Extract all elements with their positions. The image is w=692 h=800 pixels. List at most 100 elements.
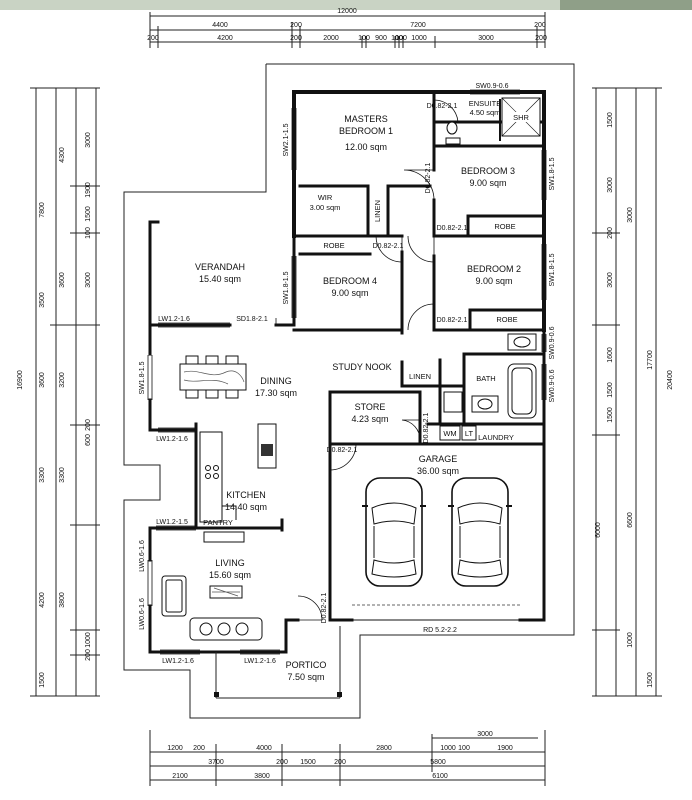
wm-box: [439, 425, 461, 441]
code-lw-liv3: LW1.2-1.6: [162, 658, 194, 665]
dim-top: 100: [358, 35, 370, 42]
dim-right: 200: [607, 227, 614, 239]
living-area: 15.60 sqm: [209, 570, 251, 580]
dim-left: 200: [85, 649, 92, 661]
dim-bottom: 200: [276, 759, 288, 766]
dim-right: 1500: [607, 382, 614, 398]
shower-label: SHR: [513, 113, 529, 122]
code-sw-bath2: SW0.9-0.6: [549, 369, 556, 402]
robe4-label: ROBE: [323, 241, 344, 250]
masters-area: 12.00 sqm: [345, 142, 387, 152]
dim-bottom: 6100: [432, 773, 448, 780]
ensuite-name: ENSUITE: [469, 99, 502, 108]
dim-right: 3000: [607, 177, 614, 193]
dining-name: DINING: [260, 376, 292, 386]
ensuite-area: 4.50 sqm: [470, 108, 501, 117]
code-sw-ens: SW0.9-0.6: [475, 83, 508, 90]
code-d-bed3b: D0.82-2.1: [437, 225, 468, 232]
code-d-ens: D0.82-2.1: [427, 103, 458, 110]
dim-bottom: 4000: [256, 745, 272, 752]
dim-top: 1000: [411, 35, 427, 42]
bed4-name: BEDROOM 4: [323, 276, 377, 286]
dim-right: 6600: [627, 512, 634, 528]
bath-label: BATH: [476, 374, 495, 383]
top-dimensions: 12000 4400 200 7200 200 200 4200 200 200…: [147, 8, 547, 48]
dim-right: 1500: [607, 407, 614, 423]
pantry-label: PANTRY: [203, 518, 233, 527]
masters-name: MASTERS: [344, 114, 388, 124]
dim-right: 3000: [627, 207, 634, 223]
garage-area: 36.00 sqm: [417, 466, 459, 476]
dim-bottom: 2100: [172, 773, 188, 780]
dim-bottom: 200: [193, 745, 205, 752]
code-lw-liv1: LW0.6-1.6: [139, 540, 146, 572]
code-sw-dining: SW1.8-1.5: [139, 361, 146, 394]
dim-left: 1900: [85, 182, 92, 198]
dim-bottom: 1000: [440, 745, 456, 752]
right-dimensions: [592, 87, 662, 697]
robe3-label: ROBE: [494, 222, 515, 231]
code-sw-bed4: SW1.8-1.5: [283, 271, 290, 304]
dim-right: 1500: [647, 672, 654, 688]
dim-left: 3800: [59, 592, 66, 608]
car-right: [448, 477, 512, 587]
dim-left: 3000: [85, 272, 92, 288]
store-name: STORE: [355, 402, 386, 412]
store-area: 4.23 sqm: [351, 414, 388, 424]
header-strip-dark: [560, 0, 692, 10]
dim-left: 200: [85, 419, 92, 431]
kitchen-name: KITCHEN: [226, 490, 266, 500]
dim-bottom: 3800: [254, 773, 270, 780]
masters-name2: BEDROOM 1: [339, 126, 393, 136]
dim-right: 17700: [647, 350, 654, 370]
dim-right: 20400: [667, 370, 674, 390]
dim-bottom: 1900: [497, 745, 513, 752]
code-lw-din: LW1.2-1.6: [156, 436, 188, 443]
wm-label: WM: [443, 429, 456, 438]
code-sw-bed3: SW1.8-1.5: [549, 157, 556, 190]
code-lw-liv4: LW1.2-1.6: [244, 658, 276, 665]
code-d-bed4: D0.82-2.1: [373, 243, 404, 250]
kitchen-area: 14.40 sqm: [225, 502, 267, 512]
dim-left: 3200: [59, 372, 66, 388]
lt-box: [461, 425, 477, 441]
dim-top: 200: [290, 22, 302, 29]
verandah-area: 15.40 sqm: [199, 274, 241, 284]
code-sd-ver: SD1.8-2.1: [236, 316, 268, 323]
code-sw-bath1: SW0.9-0.6: [549, 326, 556, 359]
dim-left: 100: [85, 227, 92, 239]
dim-top: 3000: [478, 35, 494, 42]
right-dim-labels: 1500 3000 3000 200 3000 17700 1600 1500 …: [595, 112, 674, 688]
linen2-label: LINEN: [409, 372, 431, 381]
dim-top: 200: [534, 22, 546, 29]
dim-bottom: 1500: [300, 759, 316, 766]
dim-left: 16900: [17, 370, 24, 390]
walls: [148, 90, 546, 699]
dim-top: 4200: [217, 35, 233, 42]
laundry-label: LAUNDRY: [478, 433, 514, 442]
bed2-area: 9.00 sqm: [475, 276, 512, 286]
living-furniture: [161, 575, 263, 641]
verandah-name: VERANDAH: [195, 262, 245, 272]
dim-left: 3300: [39, 467, 46, 483]
dim-left: 3500: [39, 292, 46, 308]
dining-area: 17.30 sqm: [255, 388, 297, 398]
dim-top: 200: [535, 35, 547, 42]
dim-left: 3600: [39, 372, 46, 388]
left-dimensions: [30, 87, 100, 697]
dim-top: 900: [375, 35, 387, 42]
bath-fixtures: [443, 333, 537, 419]
dim-bottom: 3000: [477, 731, 493, 738]
code-d-store: D0.82-2.1: [423, 413, 430, 444]
garage-name: GARAGE: [419, 454, 458, 464]
dim-left: 1500: [39, 672, 46, 688]
dim-left: 600: [85, 434, 92, 446]
code-rd-gar: RD 5.2-2.2: [423, 627, 457, 634]
dim-top: 2000: [323, 35, 339, 42]
dim-top: 100: [391, 35, 403, 42]
dim-right: 1000: [627, 632, 634, 648]
code-lw-pan: LW1.2-1.5: [156, 519, 188, 526]
dim-top: 200: [147, 35, 159, 42]
dim-left: 1500: [85, 206, 92, 222]
